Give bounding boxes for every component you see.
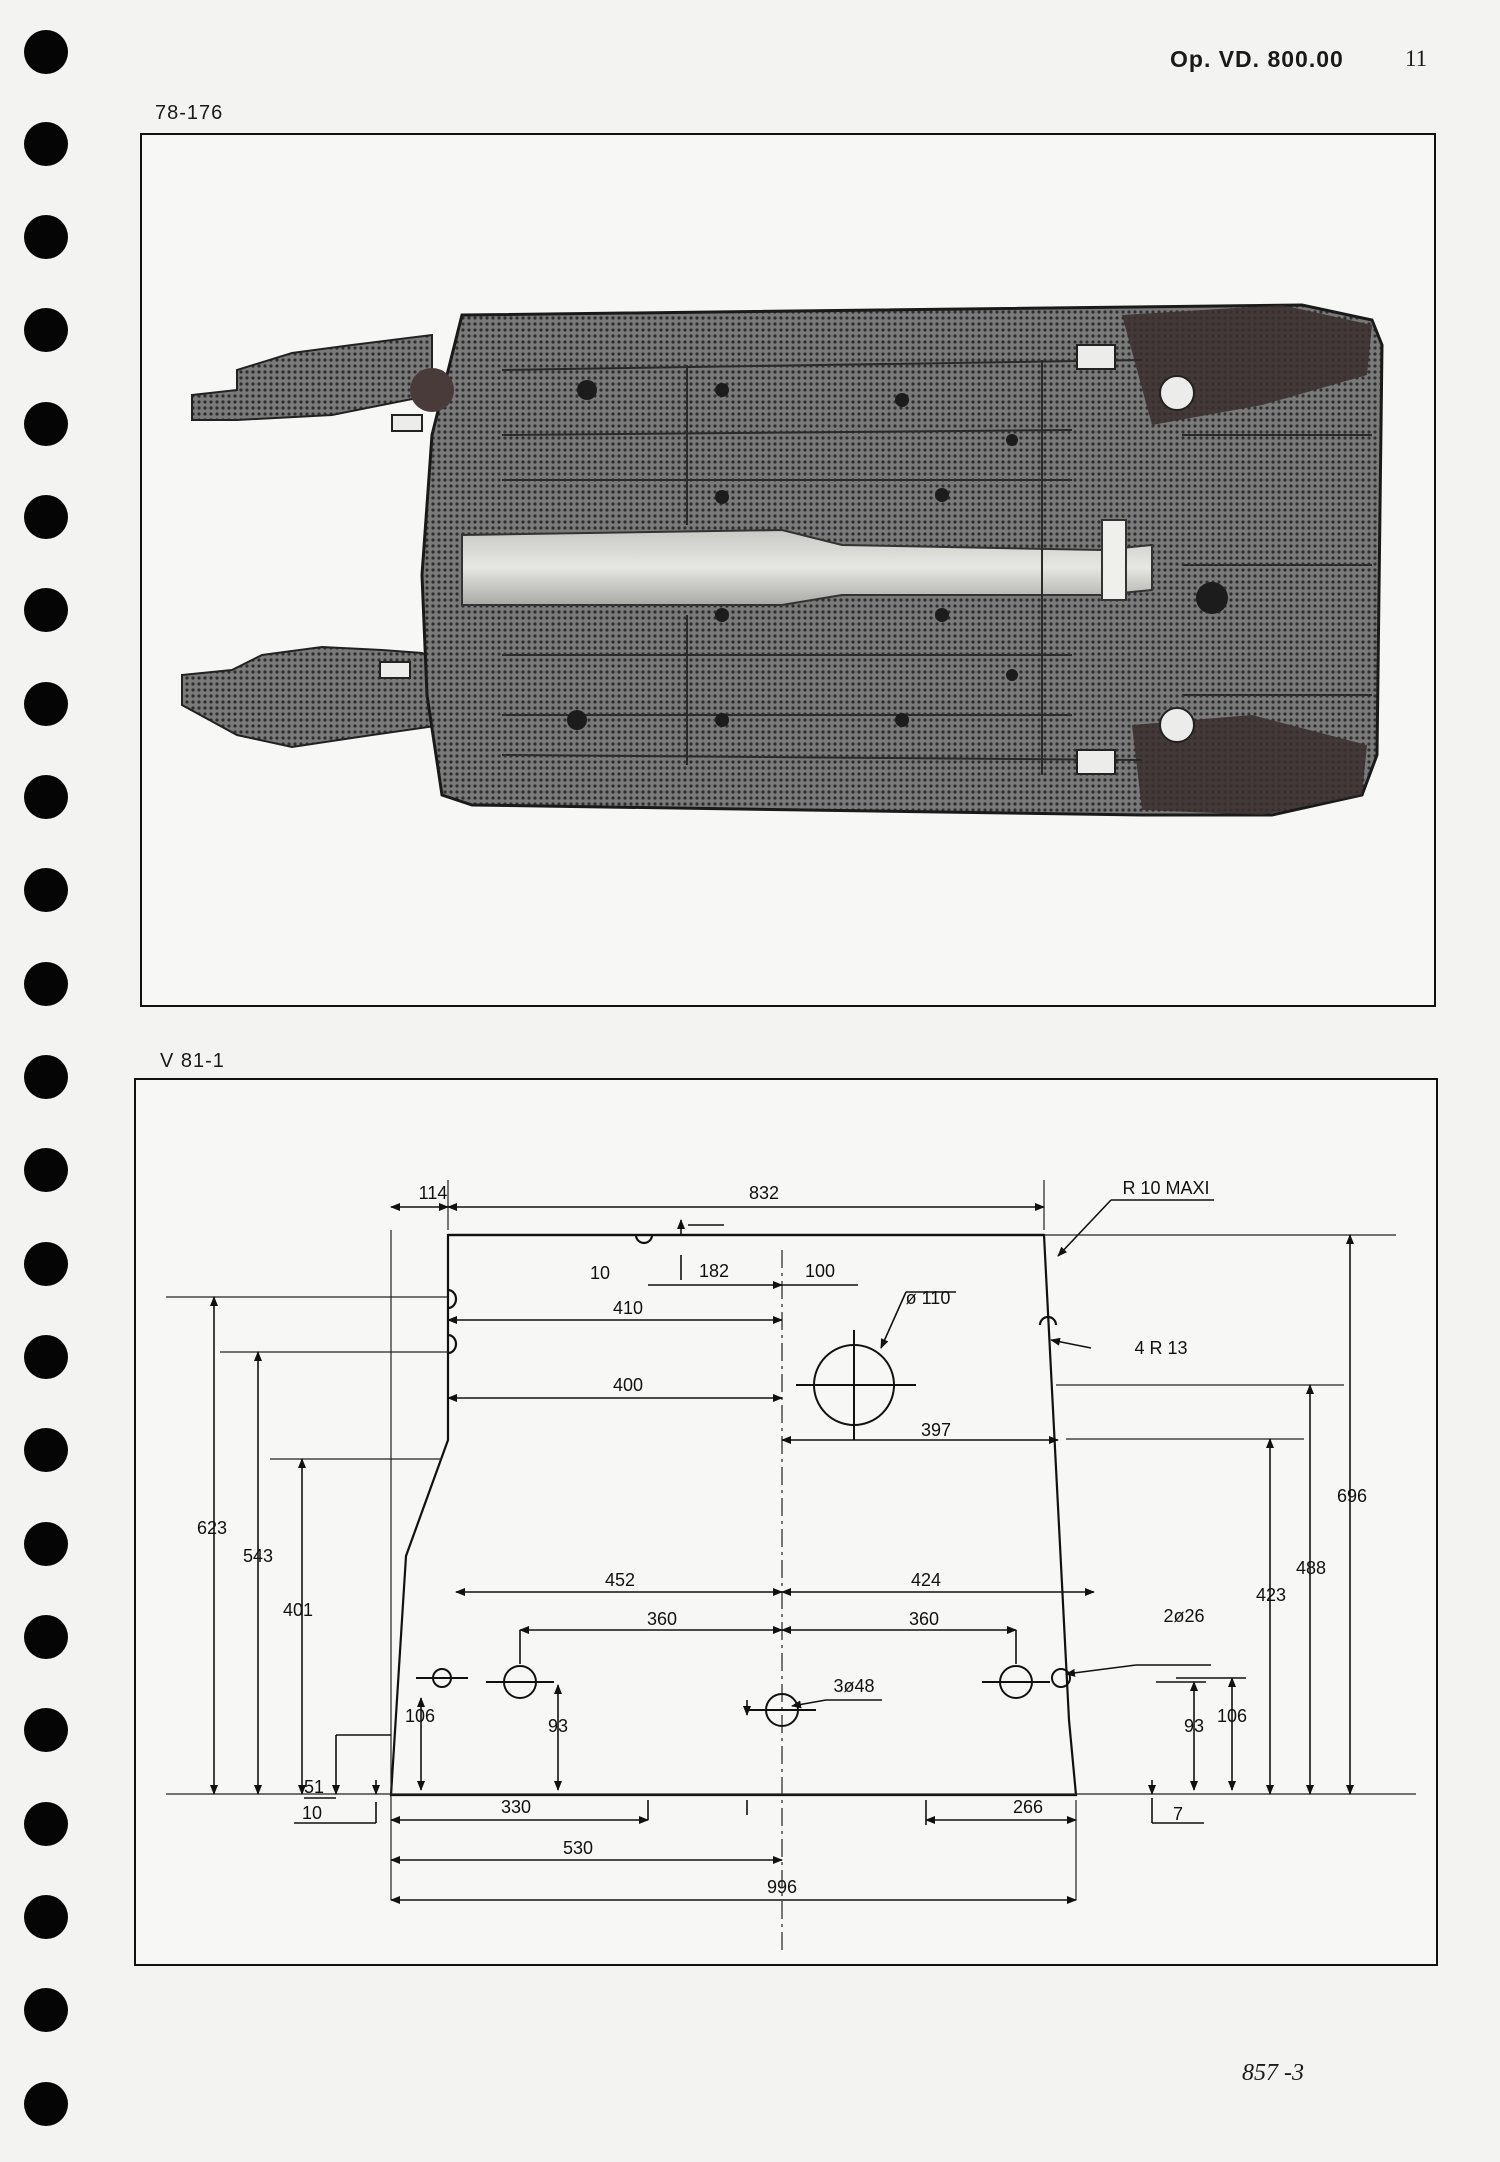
dimension-labels: 114 832 R 10 MAXI 10 182 100 410 ø 110 4… bbox=[197, 1178, 1367, 1897]
dim-397: 397 bbox=[921, 1420, 951, 1440]
dim-93-left: 93 bbox=[548, 1716, 568, 1736]
punch-hole bbox=[24, 402, 68, 446]
dim-51: 51 bbox=[304, 1777, 324, 1797]
construction-lines bbox=[166, 1180, 1416, 1955]
punch-hole bbox=[24, 1802, 68, 1846]
punch-hole bbox=[24, 682, 68, 726]
punch-hole bbox=[24, 215, 68, 259]
floor-dimension-drawing: 114 832 R 10 MAXI 10 182 100 410 ø 110 4… bbox=[166, 1178, 1416, 1955]
dim-266: 266 bbox=[1013, 1797, 1043, 1817]
dim-106-right: 106 bbox=[1217, 1706, 1247, 1726]
dim-7: 7 bbox=[1173, 1804, 1183, 1824]
binder-punch-holes bbox=[24, 30, 72, 2130]
dim-530: 530 bbox=[563, 1838, 593, 1858]
floor-outline bbox=[389, 1233, 1078, 1797]
floor-pan-silhouette bbox=[181, 303, 1384, 817]
dim-10-bottom: 10 bbox=[302, 1803, 322, 1823]
underbody-photo bbox=[181, 303, 1384, 817]
dim-93-right: 93 bbox=[1184, 1716, 1204, 1736]
punch-hole bbox=[24, 1615, 68, 1659]
dim-543: 543 bbox=[243, 1546, 273, 1566]
punch-hole bbox=[24, 308, 68, 352]
dim-10-top: 10 bbox=[590, 1263, 610, 1283]
dim-401: 401 bbox=[283, 1600, 313, 1620]
document-code: 857 -3 bbox=[1242, 2060, 1304, 2086]
dimension-drawing-frame: 114 832 R 10 MAXI 10 182 100 410 ø 110 4… bbox=[134, 1078, 1438, 1966]
punch-hole bbox=[24, 1428, 68, 1472]
dim-360-left: 360 bbox=[647, 1609, 677, 1629]
dim-400: 400 bbox=[613, 1375, 643, 1395]
dim-2dia26: 2ø26 bbox=[1163, 1606, 1204, 1626]
dim-3dia48: 3ø48 bbox=[833, 1676, 874, 1696]
punch-hole bbox=[24, 1522, 68, 1566]
punch-hole bbox=[24, 868, 68, 912]
dim-423: 423 bbox=[1256, 1585, 1286, 1605]
dim-4r13: 4 R 13 bbox=[1134, 1338, 1187, 1358]
drawing-figure-reference: V 81-1 bbox=[160, 1050, 225, 1072]
punch-hole bbox=[24, 962, 68, 1006]
dim-360-right: 360 bbox=[909, 1609, 939, 1629]
dim-996: 996 bbox=[767, 1877, 797, 1897]
dim-182: 182 bbox=[699, 1261, 729, 1281]
photo-figure-reference: 78-176 bbox=[155, 102, 224, 124]
punch-hole bbox=[24, 1148, 68, 1192]
punch-hole bbox=[24, 2082, 68, 2126]
dim-452: 452 bbox=[605, 1570, 635, 1590]
dim-410: 410 bbox=[613, 1298, 643, 1318]
punch-hole bbox=[24, 1708, 68, 1752]
operation-reference: Op. VD. 800.00 bbox=[1170, 46, 1344, 72]
punch-hole bbox=[24, 1055, 68, 1099]
punch-hole bbox=[24, 588, 68, 632]
hole-markers bbox=[416, 1330, 1071, 1727]
dim-832: 832 bbox=[749, 1183, 779, 1203]
dim-r10-maxi: R 10 MAXI bbox=[1122, 1178, 1209, 1198]
page-number: 11 bbox=[1405, 46, 1428, 71]
dim-488: 488 bbox=[1296, 1558, 1326, 1578]
leader-lines bbox=[791, 1199, 1214, 1709]
punch-hole bbox=[24, 30, 68, 74]
punch-hole bbox=[24, 1988, 68, 2032]
dim-100: 100 bbox=[805, 1261, 835, 1281]
punch-hole bbox=[24, 122, 68, 166]
underbody-photo-frame bbox=[140, 133, 1436, 1007]
dim-424: 424 bbox=[911, 1570, 941, 1590]
punch-hole bbox=[24, 775, 68, 819]
dim-696: 696 bbox=[1337, 1486, 1367, 1506]
dimension-lines bbox=[210, 1203, 1354, 1904]
punch-hole bbox=[24, 1242, 68, 1286]
dim-623: 623 bbox=[197, 1518, 227, 1538]
punch-hole bbox=[24, 1335, 68, 1379]
dim-dia110: ø 110 bbox=[906, 1288, 951, 1308]
dim-106-left: 106 bbox=[405, 1706, 435, 1726]
punch-hole bbox=[24, 495, 68, 539]
dim-330: 330 bbox=[501, 1797, 531, 1817]
punch-hole bbox=[24, 1895, 68, 1939]
dim-114: 114 bbox=[419, 1183, 448, 1203]
